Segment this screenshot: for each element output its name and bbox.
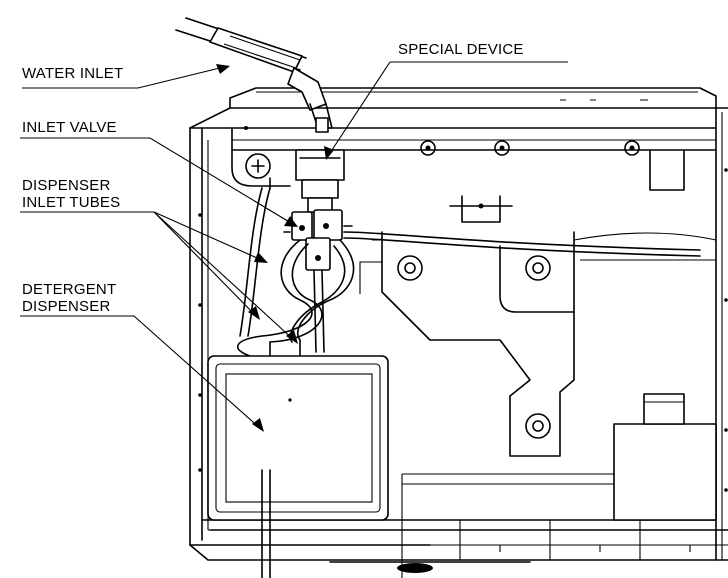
detergent-dispenser-label-line1: DETERGENT	[22, 281, 117, 298]
water-inlet-label: WATER INLET	[22, 65, 124, 82]
special-device-label: SPECIAL DEVICE	[398, 41, 524, 58]
dispenser-inlet-tubes	[237, 187, 701, 357]
pump-cover	[613, 393, 717, 521]
detergent-dispenser	[207, 355, 400, 578]
detergent-dispenser-label-line2: DISPENSER	[22, 298, 111, 315]
tub-manifold	[359, 195, 717, 457]
rail-screws	[244, 126, 685, 191]
water-inlet-hose	[175, 17, 333, 133]
dispenser-inlet-tubes-label-line2: INLET TUBES	[22, 194, 121, 211]
dispenser-inlet-tubes-label-line1: DISPENSER	[22, 177, 111, 194]
leader-lines	[20, 61, 568, 432]
inlet-valve	[231, 127, 353, 271]
inlet-valve-label: INLET VALVE	[22, 119, 117, 136]
special-device	[295, 149, 345, 213]
